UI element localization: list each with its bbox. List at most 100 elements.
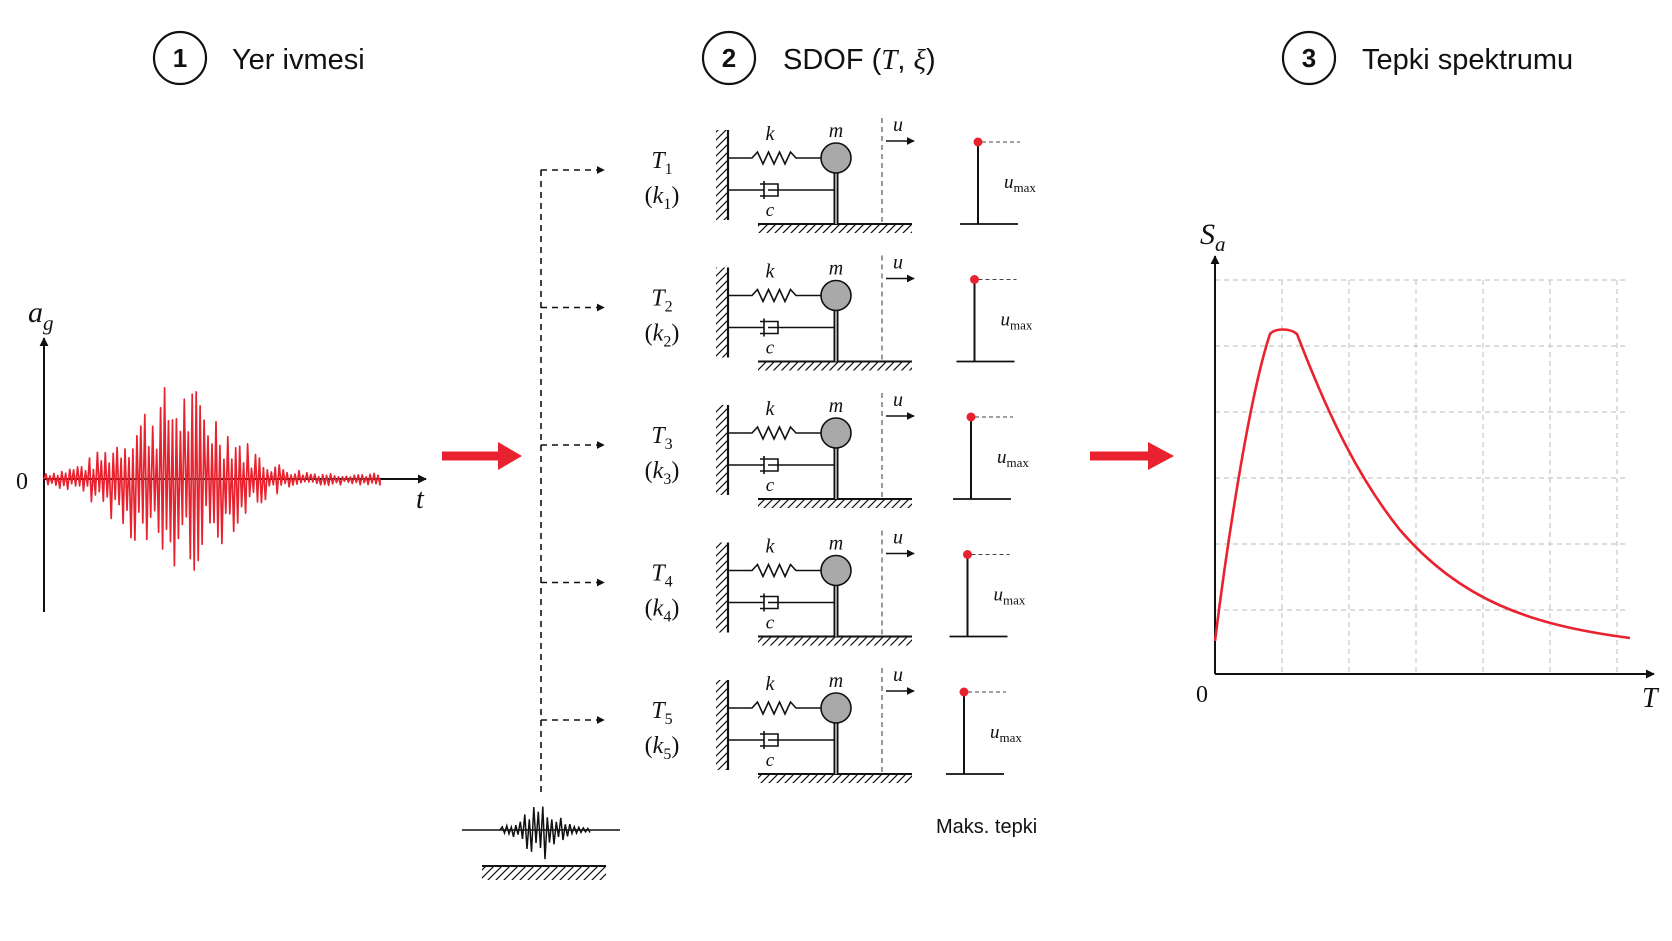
step-3-badge (1281, 30, 1337, 86)
spring-3 (728, 425, 822, 441)
displacement-label-2: u (893, 252, 903, 274)
step-1-badge (152, 30, 208, 86)
max-response-dot-1 (973, 137, 983, 147)
max-response-dot-4 (963, 550, 972, 559)
mass-5 (820, 692, 852, 724)
spectrum-origin-label: 0 (1196, 682, 1208, 708)
flow-arrow-1 (442, 442, 522, 470)
step-2-title: SDOF (T, ξ) (783, 44, 936, 76)
flow-arrow-2 (1090, 442, 1174, 470)
ground-hatch-5 (758, 774, 912, 783)
sdof-row-1: T1 (k1) k c m u umax (645, 114, 1036, 233)
period-label-2: T2 (651, 286, 672, 316)
spring-label-1: k (766, 123, 776, 145)
mass-label-4: m (829, 533, 843, 555)
step-2-title-prefix: SDOF ( (783, 44, 882, 76)
ag-origin-label: 0 (16, 469, 28, 495)
spring-label-5: k (766, 673, 776, 695)
umax-label-4: umax (994, 585, 1026, 608)
base-excitation-wave (499, 806, 591, 860)
mass-label-3: m (829, 395, 843, 417)
max-response-dot-5 (959, 687, 969, 697)
umax-label-1: umax (1004, 172, 1036, 195)
sdof-row-2: T2 (k2) k c m u umax (645, 252, 1033, 371)
period-label-3: T3 (651, 423, 672, 453)
step-2-title-T: T (881, 44, 899, 76)
step-3-header: 3 Tepki spektrumu (1281, 30, 1573, 86)
stiffness-label-5: (k5) (645, 733, 680, 763)
spring-label-2: k (766, 261, 776, 283)
ag-y-axis-label: ag (28, 296, 54, 335)
stiffness-label-3: (k3) (645, 458, 680, 488)
max-response-dot-2 (970, 275, 979, 284)
ground-hatch-2 (758, 361, 912, 371)
mass-3 (820, 417, 852, 449)
ground-acceleration-trace (43, 386, 381, 571)
umax-label-5: umax (990, 722, 1022, 745)
wall-hatch-2 (716, 267, 728, 358)
step-1-number: 1 (173, 43, 187, 73)
displacement-label-5: u (893, 664, 903, 686)
wall-hatch-4 (716, 542, 728, 633)
step-2-number: 2 (722, 43, 736, 73)
damper-label-4: c (766, 613, 775, 634)
stiffness-label-4: (k4) (645, 596, 680, 626)
period-label-1: T1 (651, 148, 672, 178)
distribution-branches (541, 166, 605, 724)
step-2-title-sep: , (897, 44, 913, 76)
step-2-header: 2 SDOF (T, ξ) (701, 30, 936, 86)
umax-label-2: umax (1001, 310, 1033, 333)
stiffness-label-2: (k2) (645, 321, 680, 351)
period-label-5: T5 (651, 698, 672, 728)
max-response-caption: Maks. tepki (936, 816, 1037, 838)
wall-hatch-1 (716, 130, 728, 220)
max-response-dot-3 (966, 412, 976, 422)
spring-1 (728, 150, 822, 166)
stiffness-label-1: (k1) (645, 183, 680, 213)
displacement-label-1: u (893, 114, 903, 136)
displacement-label-4: u (893, 527, 903, 549)
damper-3 (728, 456, 838, 474)
damper-label-1: c (766, 200, 775, 221)
step-2-title-xi: ξ (914, 44, 927, 76)
spectrum-grid (1215, 279, 1626, 674)
ground-hatch-1 (758, 224, 912, 233)
spring-4 (728, 562, 822, 579)
sa-y-axis-label: Sa (1200, 218, 1226, 256)
sdof-row-5: T5 (k5) k c m u umax (645, 664, 1022, 783)
damper-5 (728, 731, 838, 749)
response-spectrum-curve (1213, 328, 1631, 642)
wall-hatch-5 (716, 680, 728, 770)
ground-hatch-3 (758, 499, 912, 508)
ground-hatch-4 (758, 636, 912, 646)
spring-2 (728, 287, 822, 304)
step-1-header: 1 Yer ivmesi (152, 30, 365, 86)
damper-label-3: c (766, 475, 775, 496)
step-2-title-suffix: ) (926, 44, 936, 76)
umax-label-3: umax (997, 447, 1029, 470)
mass-1 (820, 142, 852, 174)
mass-4 (820, 554, 852, 587)
mass-2 (820, 279, 852, 312)
step-3-number: 3 (1302, 43, 1316, 73)
displacement-label-3: u (893, 389, 903, 411)
damper-label-2: c (766, 338, 775, 359)
mass-label-1: m (829, 120, 843, 142)
wall-hatch-3 (716, 405, 728, 495)
mass-label-2: m (829, 258, 843, 280)
spring-label-4: k (766, 536, 776, 558)
mass-label-5: m (829, 670, 843, 692)
damper-2 (728, 318, 838, 337)
step-2-badge (701, 30, 757, 86)
step-3-title: Tepki spektrumu (1362, 44, 1573, 76)
spring-label-3: k (766, 398, 776, 420)
sdof-row-3: T3 (k3) k c m u umax (645, 389, 1029, 508)
base-ground-hatch (482, 866, 606, 880)
ground-motion-panel: ag t 0 (16, 296, 427, 612)
excitation-distribution (462, 166, 620, 880)
step-1-title: Yer ivmesi (232, 44, 365, 76)
response-spectrum-panel: Sa T 0 (1196, 218, 1660, 714)
damper-label-5: c (766, 750, 775, 771)
